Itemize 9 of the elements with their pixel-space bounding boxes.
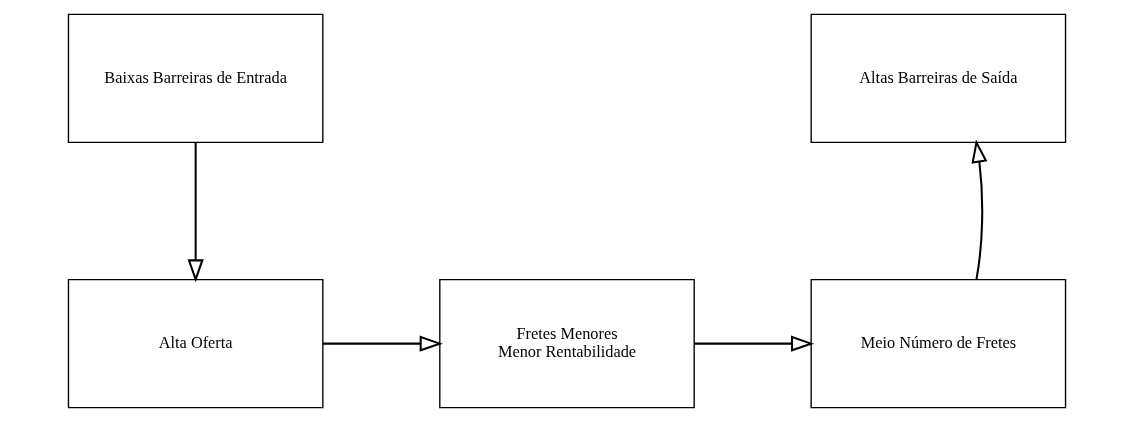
- arrow: [322, 335, 443, 352]
- node-box: Fretes Menores Menor Rentabilidade: [439, 278, 695, 408]
- node-box: Altas Barreiras de Saída: [810, 13, 1067, 143]
- arrow: [187, 142, 204, 283]
- arrow: [971, 139, 988, 280]
- arrow: [694, 335, 815, 352]
- node-box: Alta Oferta: [67, 278, 324, 408]
- node-box: Baixas Barreiras de Entrada: [67, 13, 324, 143]
- node-box: Meio Número de Fretes: [810, 278, 1067, 408]
